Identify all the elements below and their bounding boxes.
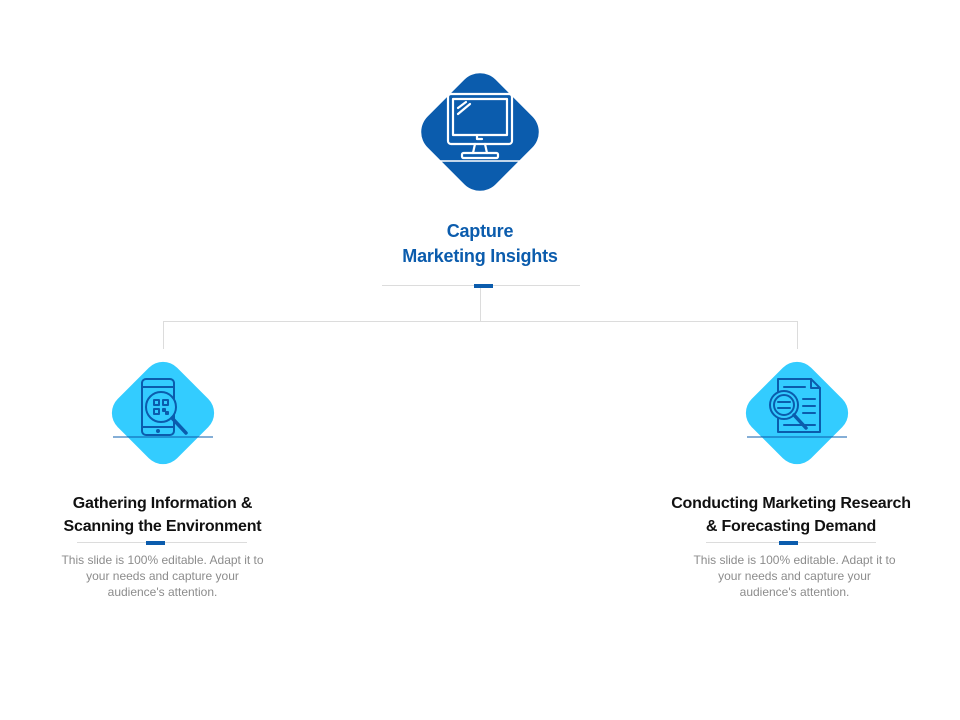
left-title-line1: Gathering Information & (72, 495, 253, 512)
root-title-line2: Marketing Insights (402, 246, 558, 266)
mobile-qr-search-icon (111, 361, 215, 465)
root-title: Capture Marketing Insights (330, 219, 630, 269)
connector-left-drop (163, 321, 164, 349)
left-desc-line2: your needs and capture your (86, 569, 239, 583)
left-desc-line3: audience's attention. (107, 585, 218, 599)
right-title-line2: & Forecasting Demand (705, 518, 877, 535)
root-accent-bar (474, 284, 493, 288)
right-desc-line1: This slide is 100% editable. Adapt it to (693, 553, 896, 567)
left-title: Gathering Information & Scanning the Env… (30, 492, 295, 538)
document-search-icon (745, 361, 849, 465)
right-title-line1: Conducting Marketing Research (671, 495, 911, 512)
connector-right-drop (797, 321, 798, 349)
right-title: Conducting Marketing Research & Forecast… (645, 492, 937, 538)
left-desc-line1: This slide is 100% editable. Adapt it to (61, 553, 264, 567)
root-diamond (400, 52, 560, 212)
right-accent-bar (779, 541, 798, 545)
connector-horizontal (163, 321, 798, 322)
connector-root-stem (480, 288, 481, 321)
right-diamond (727, 343, 867, 483)
left-accent-bar (146, 541, 165, 545)
left-diamond (93, 343, 233, 483)
monitor-icon (421, 73, 539, 191)
root-title-line1: Capture (446, 221, 514, 241)
right-description: This slide is 100% editable. Adapt it to… (662, 552, 927, 600)
right-desc-line3: audience's attention. (739, 585, 850, 599)
left-description: This slide is 100% editable. Adapt it to… (30, 552, 295, 600)
left-title-line2: Scanning the Environment (63, 518, 262, 535)
right-desc-line2: your needs and capture your (718, 569, 871, 583)
